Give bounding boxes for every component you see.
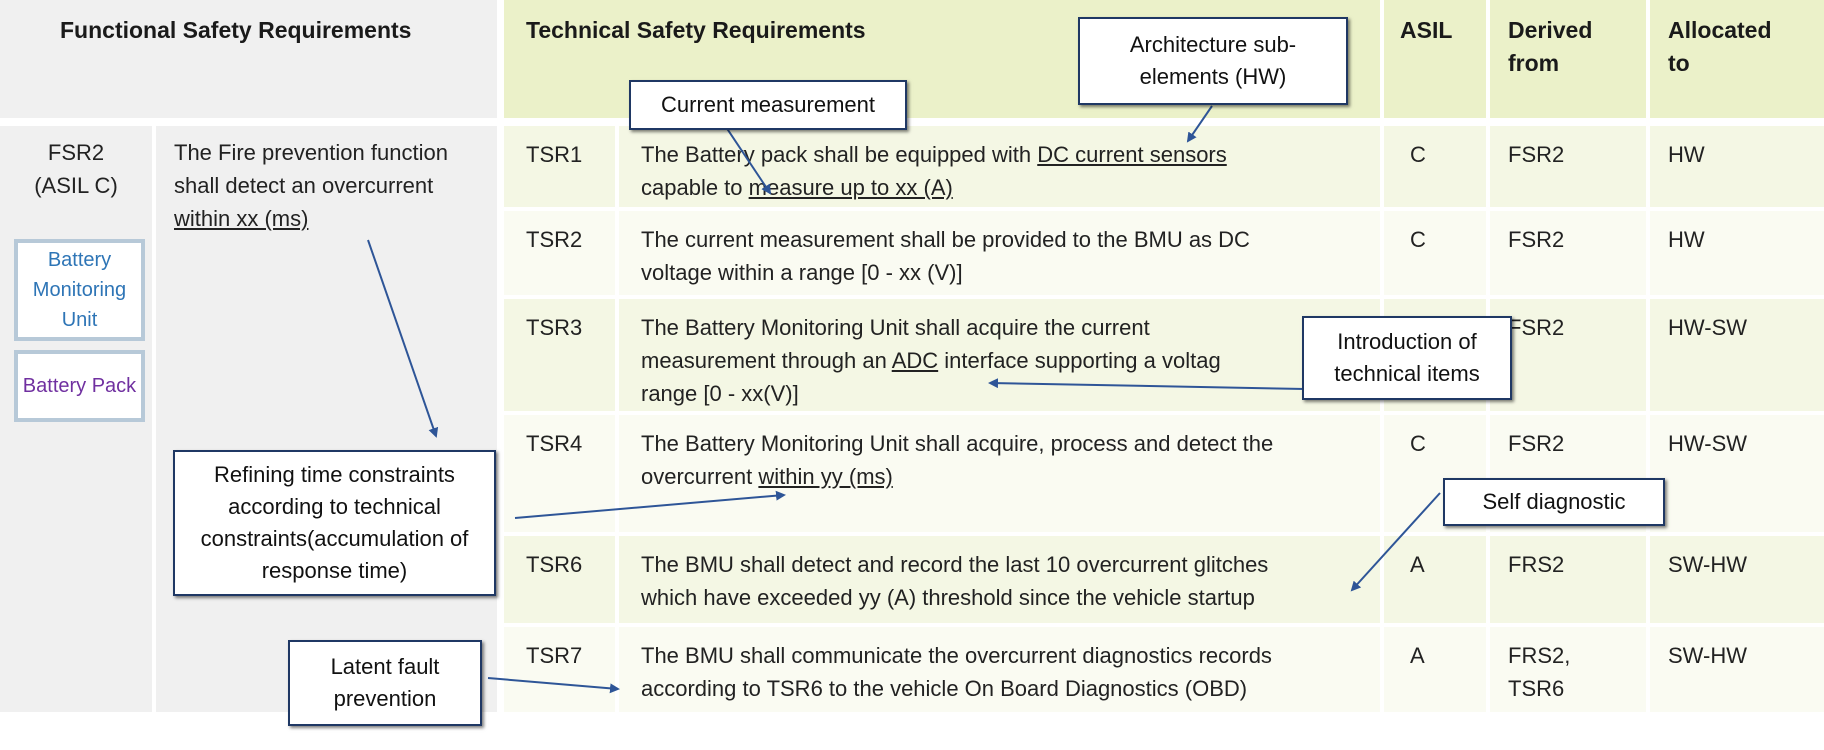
header-separator: [1380, 0, 1384, 118]
tsr-row: [504, 211, 1824, 295]
column-separator: [615, 536, 619, 623]
tsr-text-part: The Battery Monitoring Unit shall acquir…: [641, 315, 1150, 373]
column-separator: [1380, 627, 1384, 712]
callout-refining-time-constraints: Refining time constraints according to t…: [173, 450, 496, 596]
column-separator: [1486, 627, 1490, 712]
tsr-id: TSR1: [526, 142, 583, 167]
column-separator: [1646, 126, 1650, 207]
header-functional-safety-requirements: Functional Safety Requirements: [60, 17, 412, 43]
column-separator: [1380, 415, 1384, 532]
column-separator: [1646, 627, 1650, 712]
tsr-text: The Battery Monitoring Unit shall acquir…: [641, 311, 1221, 410]
tsr-allocated-to: SW-HW: [1668, 643, 1748, 668]
tsr-text: The BMU shall communicate the overcurren…: [641, 639, 1272, 705]
column-separator: [1380, 126, 1384, 207]
fsr-text-cell: [156, 126, 497, 712]
column-separator: [1646, 211, 1650, 295]
tsr-text-part: The BMU shall communicate the overcurren…: [641, 643, 1272, 701]
element-battery-monitoring-unit: Battery Monitoring Unit: [14, 239, 145, 341]
tsr-id: TSR3: [526, 315, 583, 340]
tsr-derived-from: FRS2, TSR6: [1508, 643, 1571, 701]
tsr-id: TSR7: [526, 643, 583, 668]
column-separator: [1380, 536, 1384, 623]
tsr-id: TSR4: [526, 431, 583, 456]
tsr-row: [504, 299, 1824, 411]
tsr-text-part: The BMU shall detect and record the last…: [641, 552, 1269, 610]
tsr-text-part: The Battery pack shall be equipped with: [641, 142, 1038, 167]
tsr-allocated-to: HW-SW: [1668, 315, 1748, 340]
fsr-id: FSR2 (ASIL C): [34, 140, 118, 198]
column-separator: [1486, 415, 1490, 532]
tsr-asil: C: [1410, 431, 1426, 456]
column-separator: [1486, 126, 1490, 207]
fsr-text-time-constraint: within xx (ms): [174, 206, 309, 231]
tsr-text-highlight: ADC: [891, 348, 939, 373]
tsr-text: The current measurement shall be provide…: [641, 223, 1250, 289]
fsr-text-main: The Fire prevention function shall detec…: [174, 140, 448, 198]
column-separator: [1380, 211, 1384, 295]
tsr-derived-from: FSR2: [1508, 142, 1565, 167]
tsr-derived-from: FRS2: [1508, 552, 1565, 577]
tsr-text: The Battery Monitoring Unit shall acquir…: [641, 427, 1273, 493]
tsr-id: TSR6: [526, 552, 583, 577]
column-separator: [615, 299, 619, 411]
column-separator: [615, 126, 619, 207]
column-separator: [1486, 536, 1490, 623]
callout-current-measurement: Current measurement: [629, 80, 907, 130]
header-separator: [1646, 0, 1650, 118]
tsr-text: The BMU shall detect and record the last…: [641, 548, 1268, 614]
callout-self-diagnostic: Self diagnostic: [1443, 478, 1665, 526]
tsr-derived-from: FSR2: [1508, 315, 1565, 340]
header-separator: [1486, 0, 1490, 118]
tsr-allocated-to: HW: [1668, 142, 1705, 167]
column-separator: [1646, 299, 1650, 411]
tsr-derived-from: FSR2: [1508, 227, 1565, 252]
tsr-allocated-to: SW-HW: [1668, 552, 1748, 577]
tsr-text-part: The current measurement shall be provide…: [641, 227, 1250, 285]
tsr-text-part: The Battery Monitoring Unit shall acquir…: [641, 431, 1274, 489]
tsr-asil: C: [1410, 227, 1426, 252]
tsr-row: [504, 536, 1824, 623]
header-derived-from: Derived from: [1508, 17, 1593, 76]
callout-architecture-sub-elements: Architecture sub- elements (HW): [1078, 17, 1348, 105]
column-separator: [1646, 415, 1650, 532]
tsr-row: [504, 627, 1824, 712]
tsr-allocated-to: HW: [1668, 227, 1705, 252]
element-battery-pack: Battery Pack: [14, 350, 145, 422]
column-separator: [615, 415, 619, 532]
tsr-text-highlight: within yy (ms): [758, 464, 893, 489]
column-separator: [615, 627, 619, 712]
tsr-text-part: interface supporting a voltag range [0 -…: [641, 348, 1221, 406]
tsr-text: The Battery pack shall be equipped with …: [641, 138, 1227, 204]
tsr-text-part: capable to: [641, 175, 743, 200]
tsr-allocated-to: HW-SW: [1668, 431, 1748, 456]
fsr-text: The Fire prevention function shall detec…: [174, 136, 486, 235]
tsr-asil: A: [1410, 643, 1425, 668]
callout-latent-fault-prevention: Latent fault prevention: [288, 640, 482, 726]
tsr-text-highlight: measure up to xx (A): [748, 175, 953, 200]
header-allocated-to: Allocated to: [1668, 17, 1772, 76]
tsr-id: TSR2: [526, 227, 583, 252]
header-asil: ASIL: [1400, 17, 1453, 43]
tsr-asil: A: [1410, 552, 1425, 577]
header-technical-safety-requirements: Technical Safety Requirements: [526, 17, 866, 43]
tsr-text-highlight: DC current sensors: [1037, 142, 1227, 167]
callout-introduction-of-technical-items: Introduction of technical items: [1302, 316, 1512, 400]
column-separator: [1646, 536, 1650, 623]
column-separator: [1486, 211, 1490, 295]
tsr-asil: C: [1410, 142, 1426, 167]
header-functional-cell: [0, 0, 497, 118]
tsr-derived-from: FSR2: [1508, 431, 1565, 456]
column-separator: [615, 211, 619, 295]
